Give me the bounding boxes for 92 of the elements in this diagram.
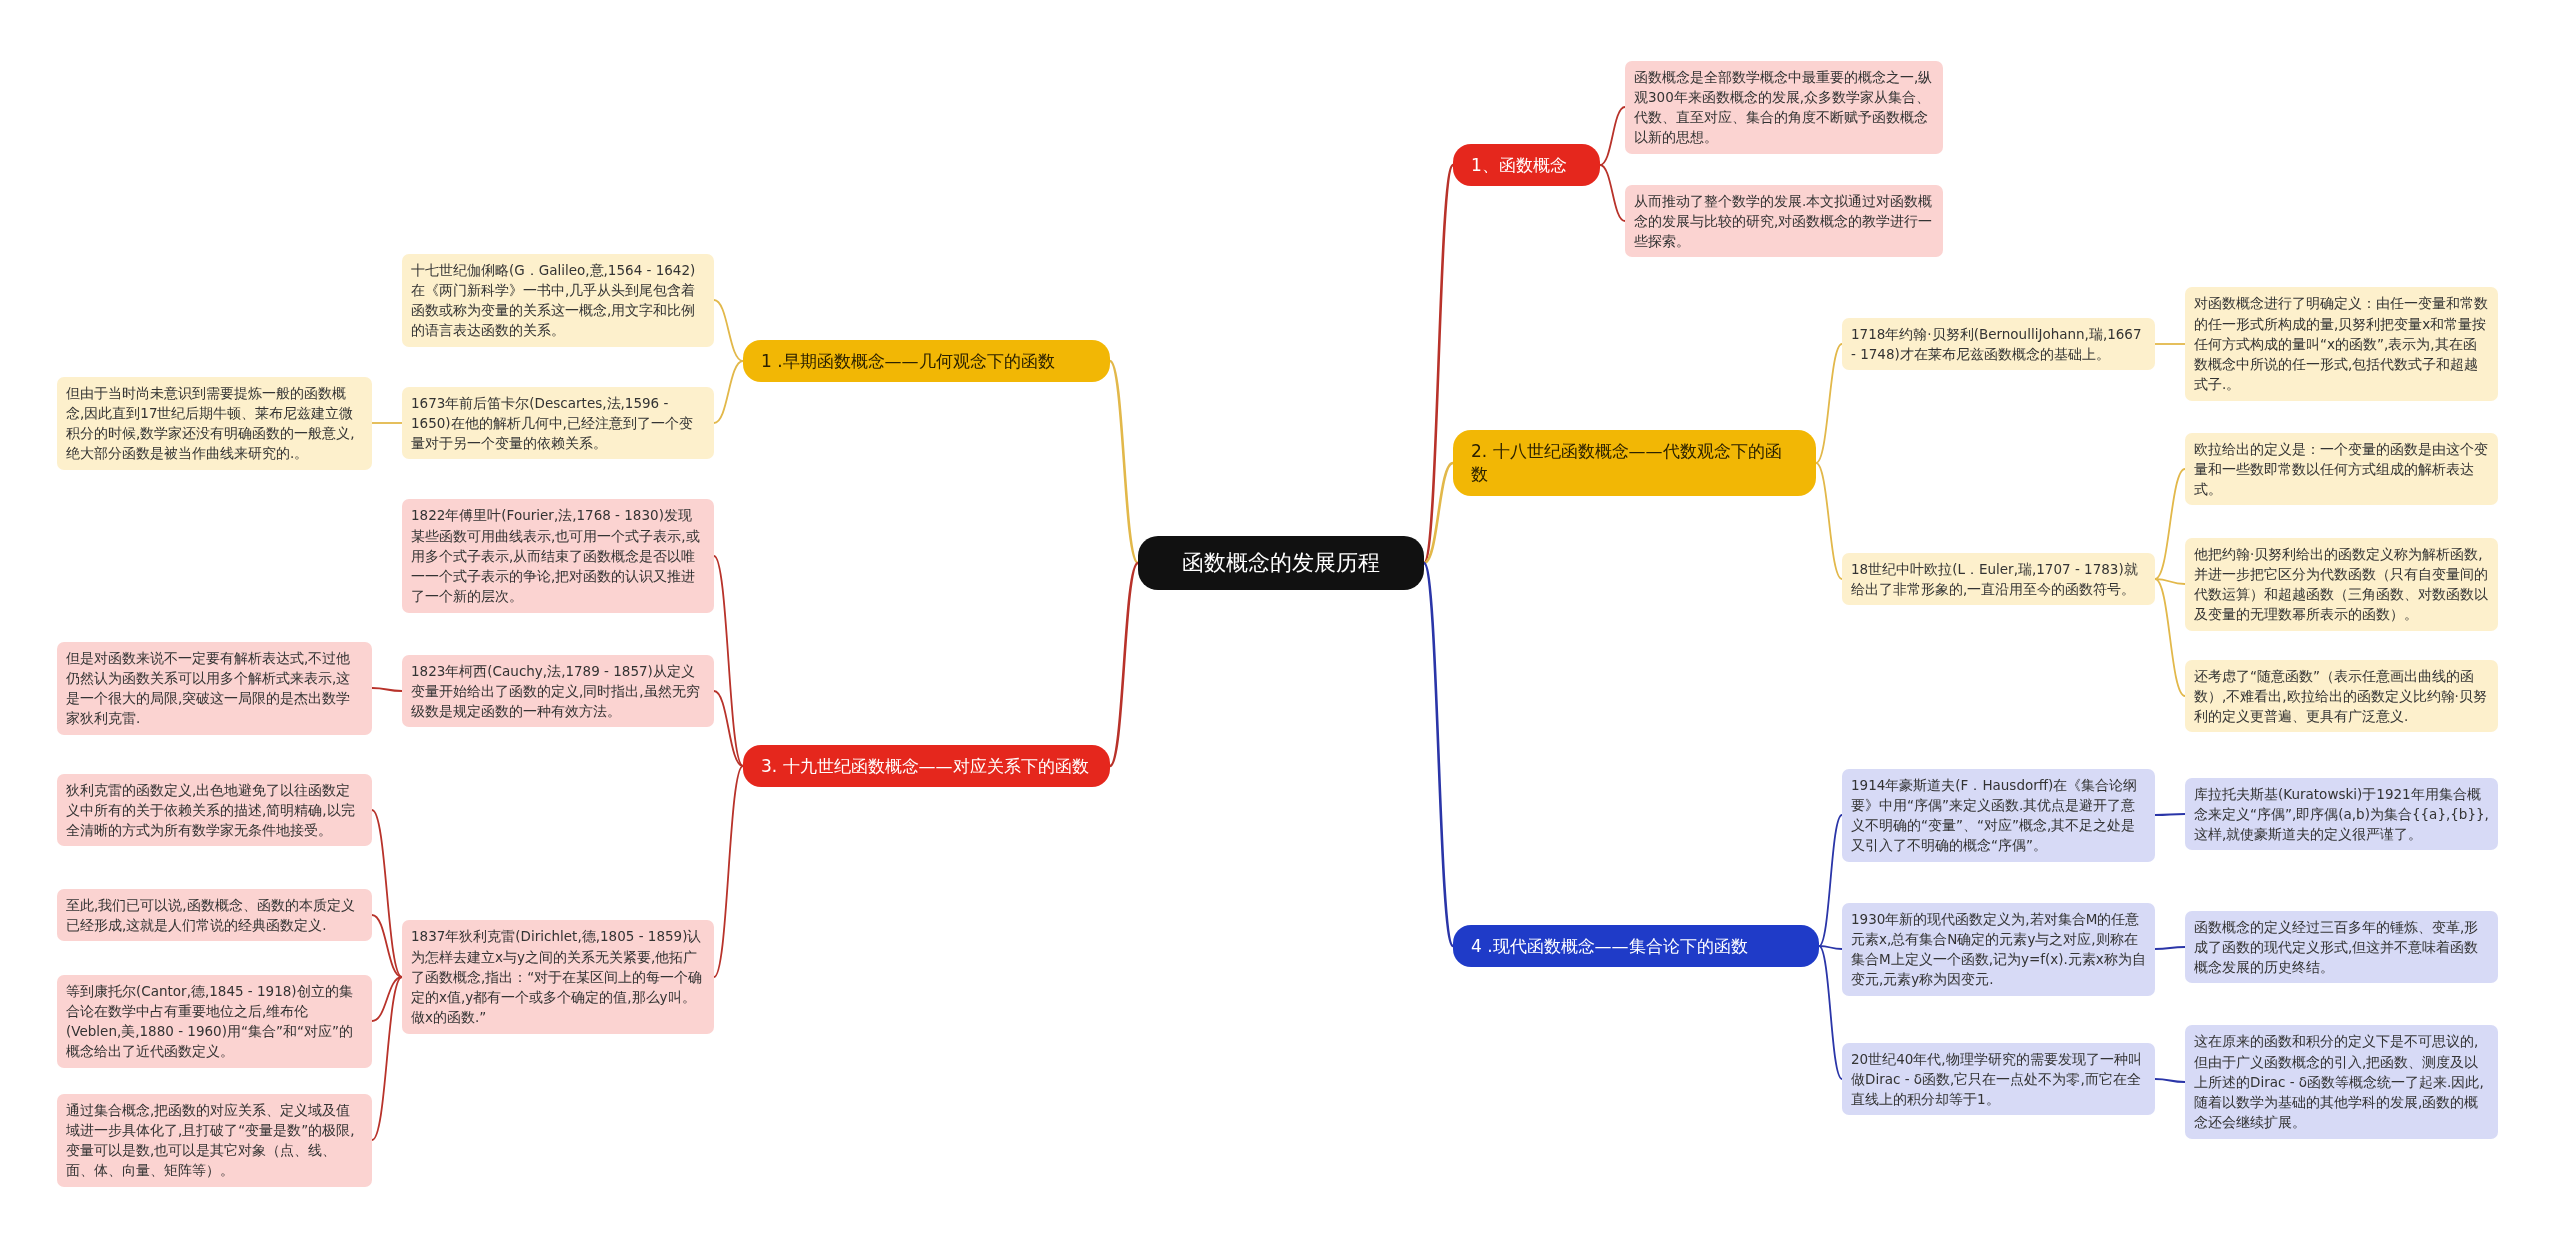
connector-line: [1599, 106, 1626, 166]
note-card: [1842, 552, 2155, 606]
note-card: [57, 1093, 372, 1187]
note-card: [57, 974, 372, 1068]
connector-line: [2154, 1078, 2186, 1083]
branch-topic: [1453, 430, 1816, 496]
branch-topic-text: 2. 十八世纪函数概念——代数观念下的函数: [1471, 440, 1783, 486]
note-card: [57, 773, 372, 847]
note-text: 20世纪40年代,物理学研究的需要发现了一种叫做Dirac - δ函数,它只在一点处不为零,而它在全直线上的积分却等于1。: [1851, 1049, 2143, 1110]
note-text: 还考虑了“随意函数”（表示任意画出曲线的函数）,不难看出,欧拉给出的函数定义比约翰·贝努利的定义更普遍、更具有广泛意义.: [2194, 666, 2488, 727]
note-card: [402, 253, 714, 347]
branch-topic-text: 1、函数概念: [1471, 153, 1568, 177]
note-card: [2185, 432, 2498, 506]
connector-line: [1818, 814, 1843, 947]
note-text: 对函数概念进行了明确定义：由任一变量和常数的任一形式所构成的量,贝努利把变量x和常量按任何方式构成的量叫“x的函数”,表示为,其在函数概念中所说的任一形式,包括代数式子和超越式子.。: [2194, 294, 2489, 395]
connector-line: [713, 360, 744, 424]
connector-line: [371, 687, 403, 692]
branch-topic-text: 4 .现代函数概念——集合论下的函数: [1471, 934, 1749, 958]
connector-line: [1818, 945, 1843, 950]
connector-line: [2154, 946, 2186, 950]
connector-line: [1599, 164, 1626, 222]
note-text: 1822年傅里叶(Fourier,法,1768 - 1830)发现某些函数可用曲线表示,也可用一个式子表示,或用多个式子表示,从而结束了函数概念是否以唯一一个式子表示的争论,把对函数的认识又推进了一个新的层次。: [411, 506, 701, 607]
note-card: [1842, 1042, 2155, 1116]
connector-line: [1818, 945, 1843, 1080]
central-topic-text: 函数概念的发展历程: [1181, 549, 1381, 577]
note-text: 库拉托夫斯基(Kuratowski)于1921年用集合概念来定义“序偶”,即序偶(a,b)为集合{{a},{b}},这样,就使豪斯道夫的定义很严谨了。: [2194, 784, 2489, 845]
note-text: 从而推动了整个数学的发展.本文拟通过对函数概念的发展与比较的研究,对函数概念的教学进行一些探索。: [1634, 191, 1934, 252]
note-text: 1930年新的现代函数定义为,若对集合M的任意元素x,总有集合N确定的元素y与之对应,则称在集合M上定义一个函数,记为y=f(x).元素x称为自变元,元素y称为因变元.: [1851, 909, 2146, 990]
connector-line: [1422, 164, 1455, 564]
connector-line: [2154, 578, 2186, 697]
connector-line: [713, 555, 744, 767]
connector-line: [1423, 461, 1454, 565]
note-text: 函数概念是全部数学概念中最重要的概念之一,纵观300年来函数概念的发展,众多数学家从集合、代数、直至对应、集合的角度不断赋予函数概念以新的思想。: [1634, 67, 1934, 148]
connector-line: [1422, 562, 1455, 947]
note-card: [402, 920, 714, 1034]
note-card: [1625, 60, 1943, 154]
connector-line: [1109, 360, 1139, 564]
note-card: [57, 641, 372, 735]
branch-topic: [743, 744, 1110, 788]
note-text: 等到康托尔(Cantor,德,1845 - 1918)创立的集合论在数学中占有重要地位之后,维布伦(Veblen,美,1880 - 1960)用“集合”和“对应”的概念给出了近代函数定义。: [66, 981, 354, 1062]
connector-line: [1815, 343, 1843, 464]
branch-topic-text: 3. 十九世纪函数概念——对应关系下的函数: [761, 754, 1090, 778]
note-text: 这在原来的函数和积分的定义下是不可思议的,但由于广义函数概念的引入,把函数、测度及以上所述的Dirac - δ函数等概念统一了起来.因此,随着以数学为基础的其他学科的发展,函数的概念还会继续扩展。: [2194, 1032, 2485, 1133]
connector-line: [371, 976, 403, 1141]
connector-line: [371, 809, 403, 978]
note-text: 狄利克雷的函数定义,出色地避免了以往函数定义中所有的关于依赖关系的描述,简明精确,以完全清晰的方式为所有数学家无条件地接受。: [66, 780, 356, 841]
connector-line: [371, 976, 403, 1022]
note-card: [2185, 1025, 2498, 1139]
note-card: [2185, 287, 2498, 401]
central-topic: [1138, 536, 1424, 590]
note-text: 1823年柯西(Cauchy,法,1789 - 1857)从定义变量开始给出了函数的定义,同时指出,虽然无穷级数是规定函数的一种有效方法。: [411, 661, 701, 722]
connector-line: [2154, 578, 2186, 585]
note-text: 函数概念的定义经过三百多年的锤炼、变革,形成了函数的现代定义形式,但这并不意味着函数概念发展的历史终结。: [2194, 917, 2480, 978]
connector-line: [713, 690, 744, 767]
note-card: [402, 386, 714, 460]
note-text: 18世纪中叶欧拉(L．Euler,瑞,1707 - 1783)就给出了非常形象的,一直沿用至今的函数符号。: [1851, 559, 2139, 599]
note-card: [2185, 537, 2498, 631]
branch-topic: [743, 339, 1110, 383]
connector-line: [2154, 343, 2186, 345]
note-card: [1842, 317, 2155, 371]
note-card: [2185, 777, 2498, 851]
note-card: [1625, 184, 1943, 258]
connector-line: [713, 765, 744, 978]
note-card: [1842, 768, 2155, 862]
note-card: [2185, 910, 2498, 984]
note-card: [402, 654, 714, 728]
connector-line: [713, 299, 744, 362]
note-card: [57, 376, 372, 470]
connector-line: [1815, 462, 1843, 580]
connector-line: [371, 914, 403, 978]
note-text: 欧拉给出的定义是：一个变量的函数是由这个变量和一些数即常数以任何方式组成的解析表达式。: [2194, 439, 2489, 500]
note-text: 他把约翰·贝努利给出的函数定义称为解析函数,并进一步把它区分为代数函数（只有自变量间的代数运算）和超越函数（三角函数、对数函数以及变量的无理数幂所表示的函数）。: [2194, 544, 2489, 625]
branch-topic: [1453, 143, 1600, 187]
note-text: 1837年狄利克雷(Dirichlet,德,1805 - 1859)认为怎样去建立x与y之间的关系无关紧要,他拓广了函数概念,指出：“对于在某区间上的每一个确定的x值,y都有一个或多个确定的值,那么y叫。做x的函数.”: [411, 927, 704, 1028]
note-text: 1718年约翰·贝努利(BernoulliJohann,瑞,1667 - 1748)才在莱布尼兹函数概念的基础上。: [1851, 324, 2143, 364]
note-text: 1914年豪斯道夫(F．Hausdorff)在《集合论纲要》中用“序偶”来定义函数.其优点是避开了意义不明确的“变量”、“对应”概念,其不足之处是又引入了不明确的概念“序偶”。: [1851, 775, 2139, 856]
connector-line: [371, 422, 403, 424]
note-text: 但由于当时尚未意识到需要提炼一般的函数概念,因此直到17世纪后期牛顿、莱布尼兹建立微积分的时候,数学家还没有明确函数的一般意义,绝大部分函数是被当作曲线来研究的.。: [66, 383, 356, 464]
note-card: [402, 499, 714, 613]
note-card: [2185, 659, 2498, 733]
branch-topic-text: 1 .早期函数概念——几何观念下的函数: [761, 349, 1056, 373]
note-card: [1842, 902, 2155, 996]
note-text: 十七世纪伽俐略(G．Galileo,意,1564 - 1642)在《两门新科学》一书中,几乎从头到尾包含着函数或称为变量的关系这一概念,用文字和比例的语言表达函数的关系。: [411, 260, 697, 341]
note-text: 1673年前后笛卡尔(Descartes,法,1596 - 1650)在他的解析几何中,已经注意到了一个变量对于另一个变量的依赖关系。: [411, 393, 694, 454]
connector-line: [1109, 562, 1139, 767]
note-text: 至此,我们已可以说,函数概念、函数的本质定义已经形成,这就是人们常说的经典函数定义.: [66, 895, 356, 935]
connector-line: [2154, 813, 2186, 816]
note-card: [57, 888, 372, 942]
branch-topic: [1453, 924, 1819, 968]
note-text: 但是对函数来说不一定要有解析表达式,不过他仍然认为函数关系可以用多个解析式来表示,这是一个很大的局限,突破这一局限的是杰出数学家狄利克雷.: [66, 648, 352, 729]
connector-line: [2154, 468, 2186, 580]
note-text: 通过集合概念,把函数的对应关系、定义域及值域进一步具体化了,且打破了“变量是数”的极限,变量可以是数,也可以是其它对象（点、线、面、体、向量、矩阵等）。: [66, 1100, 356, 1181]
